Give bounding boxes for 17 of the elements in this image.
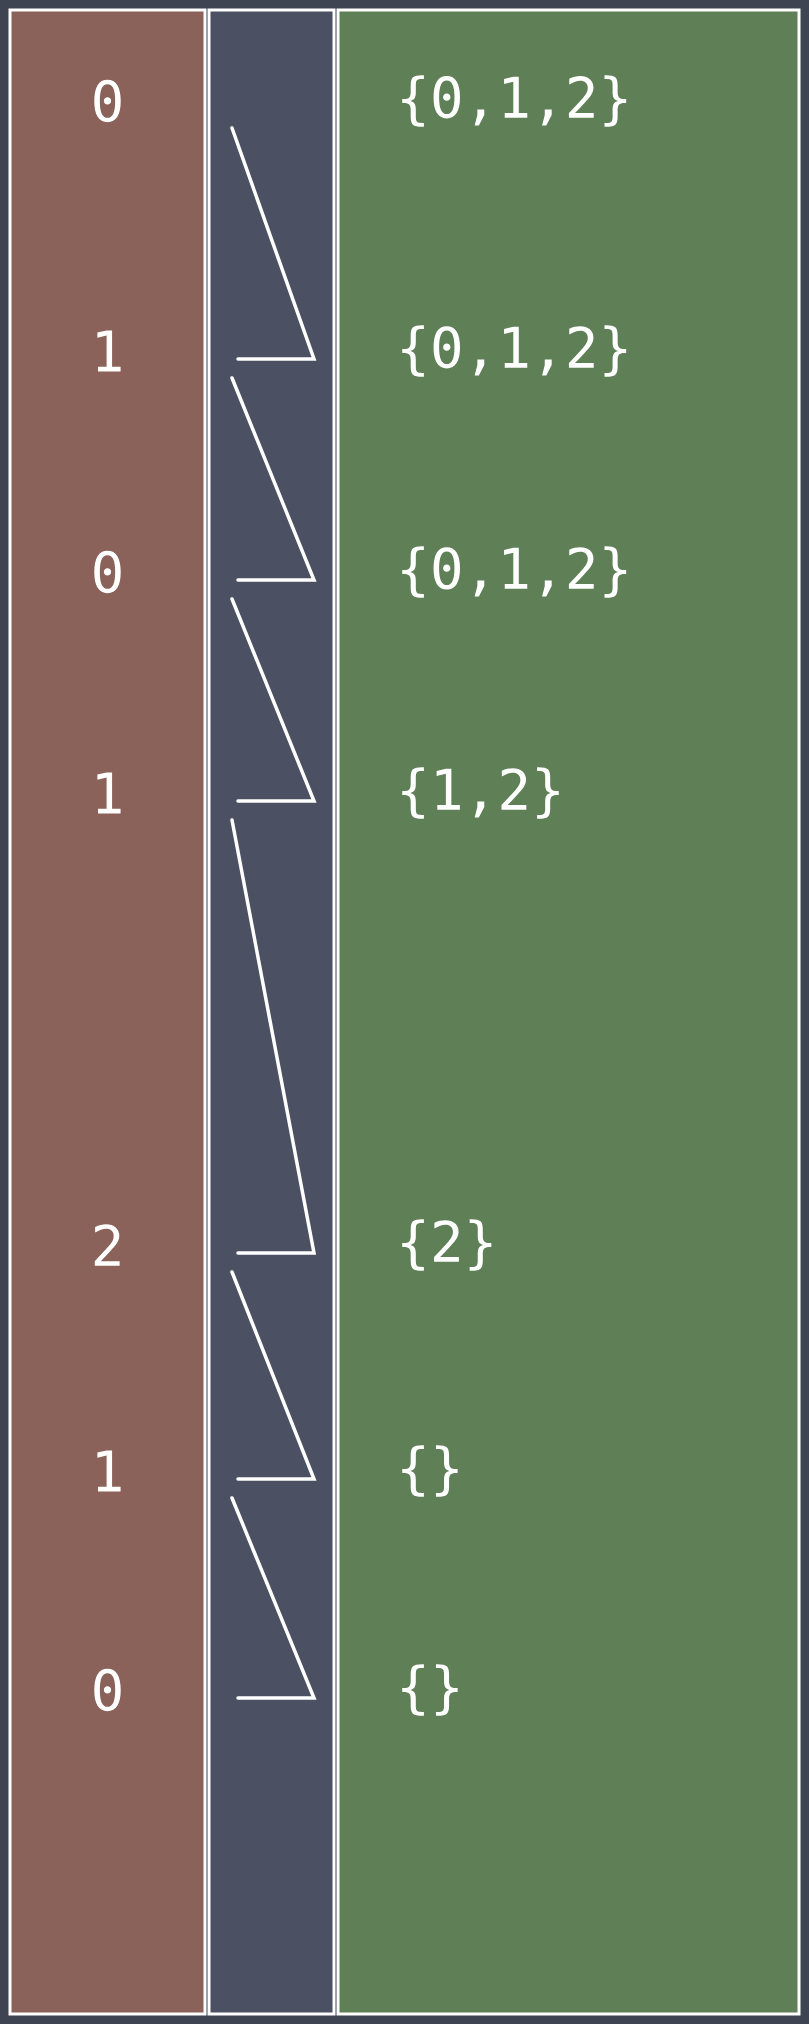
cell-text: {1,2} xyxy=(402,767,559,819)
cell-text: 0 xyxy=(94,79,121,123)
set-column xyxy=(336,8,801,2016)
cell-text: 1 xyxy=(97,772,121,814)
value-column xyxy=(8,8,207,2016)
divider-strip xyxy=(207,8,336,2016)
cell-text: 1 xyxy=(97,330,121,372)
cell-text: {} xyxy=(402,1664,458,1716)
cell-text: {0,1,2} xyxy=(402,75,627,127)
cell-text: {0,1,2} xyxy=(402,546,627,598)
cell-text: 0 xyxy=(94,1668,121,1712)
cell-text: 1 xyxy=(97,1450,121,1492)
cell-text: 0 xyxy=(94,550,121,594)
cell-text: {} xyxy=(402,1445,458,1497)
cell-text: {2} xyxy=(402,1219,492,1271)
cell-text: {0,1,2} xyxy=(402,325,627,377)
cell-text: 2 xyxy=(94,1224,120,1266)
